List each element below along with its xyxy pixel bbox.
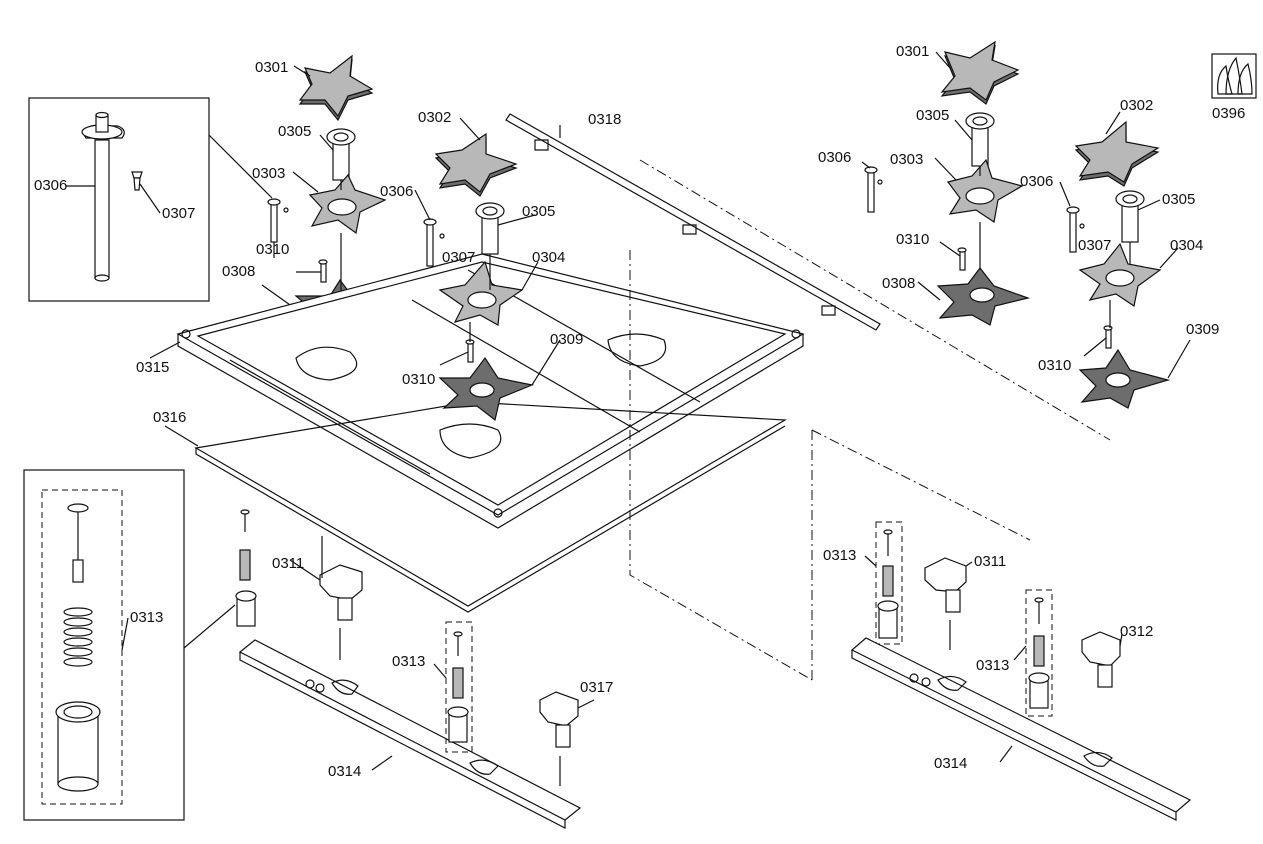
label-0302-center: 0302 [418,109,451,126]
label-0301-right: 0301 [896,43,929,60]
label-0312: 0312 [1120,623,1153,640]
label-0310-left: 0310 [256,241,289,258]
side-rail [505,113,881,331]
label-0307-center: 0307 [442,249,475,266]
label-0313-right-b: 0313 [976,657,1009,674]
label-0302-right: 0302 [1120,97,1153,114]
label-0313-right-a: 0313 [823,547,856,564]
label-0310-center: 0310 [402,371,435,388]
label-0310-right-a: 0310 [896,231,929,248]
label-0303-right: 0303 [890,151,923,168]
label-0307-inset: 0307 [162,205,195,222]
valve-right-group [850,521,1192,821]
label-0310-right-b: 0310 [1038,357,1071,374]
gas-flame-icon [1211,53,1257,99]
label-0315: 0315 [136,359,169,376]
label-0311-left: 0311 [272,555,304,572]
label-0306-inset: 0306 [34,177,67,194]
label-0305-right-b: 0305 [1162,191,1195,208]
burner-center-stack [414,117,561,422]
label-0304-right: 0304 [1170,237,1203,254]
label-0314-left: 0314 [328,763,361,780]
valve-left-group [235,509,595,829]
label-0306-right-a: 0306 [818,149,851,166]
label-0318: 0318 [588,111,621,128]
label-0311-right: 0311 [974,553,1006,570]
label-0304-center: 0304 [532,249,565,266]
gasket [164,401,788,613]
label-0316: 0316 [153,409,186,426]
label-0306-right-b: 0306 [1020,173,1053,190]
label-0305-center: 0305 [522,203,555,220]
label-0308-right: 0308 [882,275,915,292]
label-0306-center: 0306 [380,183,413,200]
label-0305-left: 0305 [278,123,311,140]
label-0314-right: 0314 [934,755,967,772]
label-0308-left: 0308 [222,263,255,280]
label-0307-right: 0307 [1078,237,1111,254]
part-labels: 0301 0305 0303 0306 0307 0310 0308 0315 … [34,43,1245,780]
label-0309-right: 0309 [1186,321,1219,338]
inset-injector-detail [28,97,273,302]
label-0301-left: 0301 [255,59,288,76]
label-0305-right-a: 0305 [916,107,949,124]
label-0317: 0317 [580,679,613,696]
burner-right-a-stack [861,40,1031,326]
burner-right-b-stack [1059,111,1191,409]
label-0303-left: 0303 [252,165,285,182]
label-0396: 0396 [1212,105,1245,122]
label-0313-left: 0313 [392,653,425,670]
label-0309-center: 0309 [550,331,583,348]
label-0313-inset: 0313 [130,609,163,626]
inset-valve-detail [23,469,236,821]
